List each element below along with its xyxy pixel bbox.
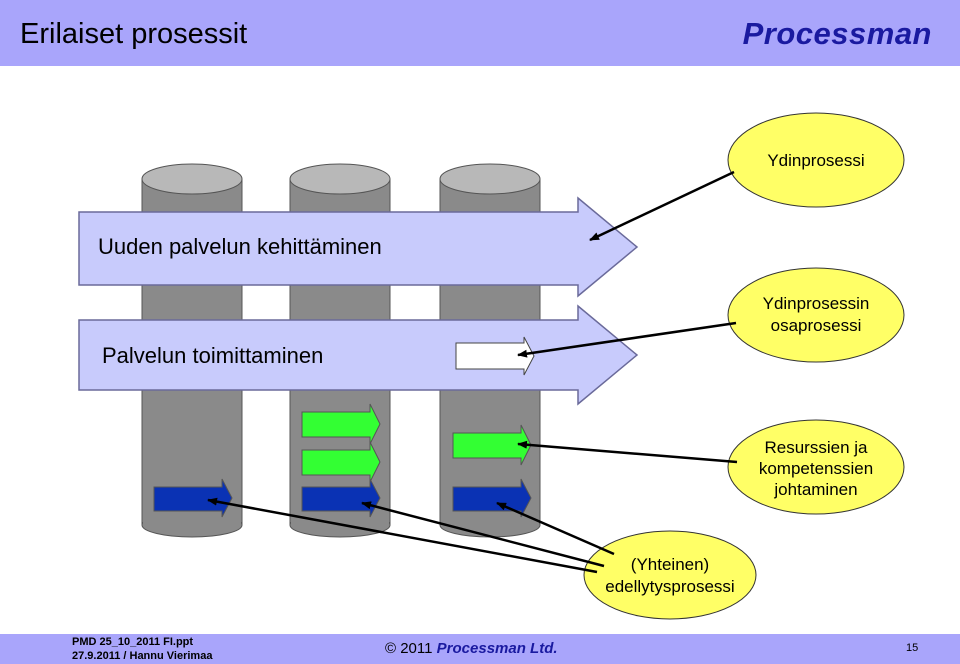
green-arrow-2: [301, 441, 381, 483]
connector-common-3: [496, 501, 615, 556]
copyright-prefix: © 2011: [385, 640, 433, 657]
slide-footer: PMD 25_10_2011 FI.ppt 27.9.2011 / Hannu …: [0, 634, 960, 664]
callout-common-text-2: edellytysprosessi: [605, 577, 734, 596]
arrow-label-delivery: Palvelun toimittaminen: [102, 343, 323, 368]
callout-common-text-1: (Yhteinen): [631, 555, 709, 574]
connector-common-2: [361, 501, 605, 568]
process-arrow-development: [78, 196, 639, 298]
green-arrow-3: [452, 424, 532, 466]
callout-resources-text-2: kompetenssien: [759, 459, 873, 478]
connector-resources: [517, 440, 738, 464]
footer-file-name: PMD 25_10_2011 FI.ppt: [72, 636, 194, 648]
footer-date-author: 27.9.2011 / Hannu Vierimaa: [72, 650, 213, 662]
process-arrow-delivery: [78, 304, 639, 406]
page-number: 15: [906, 642, 919, 654]
callout-resources-text-1: Resurssien ja: [765, 438, 869, 457]
callout-subprocess: [727, 267, 905, 363]
callout-resources-text-3: johtaminen: [773, 480, 857, 499]
callout-sub-text-1: Ydinprosessin: [763, 294, 870, 313]
callout-sub-text-2: osaprosessi: [771, 316, 862, 335]
callout-core-text: Ydinprosessi: [767, 151, 864, 170]
connector-subprocess: [517, 321, 737, 358]
subprocess-arrow: [455, 336, 535, 376]
arrow-label-development: Uuden palvelun kehittäminen: [98, 234, 382, 259]
copyright-brand: Processman Ltd.: [436, 640, 558, 657]
blue-arrow-1: [153, 478, 233, 518]
green-arrow-1: [301, 403, 381, 445]
slide-header: Erilaiset prosessit Processman: [0, 0, 960, 66]
footer-copyright: © 2011 Processman Ltd.: [385, 640, 558, 657]
footer-file-info: PMD 25_10_2011 FI.ppt 27.9.2011 / Hannu …: [72, 635, 212, 663]
slide-title: Erilaiset prosessit: [20, 18, 248, 50]
callout-core-process: [727, 112, 905, 208]
brand-logo: Processman: [742, 16, 932, 51]
callout-common-process: [583, 530, 757, 620]
process-diagram: Uuden palvelun kehittäminen Palvelun toi…: [78, 112, 905, 620]
connector-common-1: [207, 497, 598, 574]
connector-core: [589, 170, 735, 242]
blue-arrow-3: [452, 478, 532, 518]
callout-resources: [727, 419, 905, 515]
